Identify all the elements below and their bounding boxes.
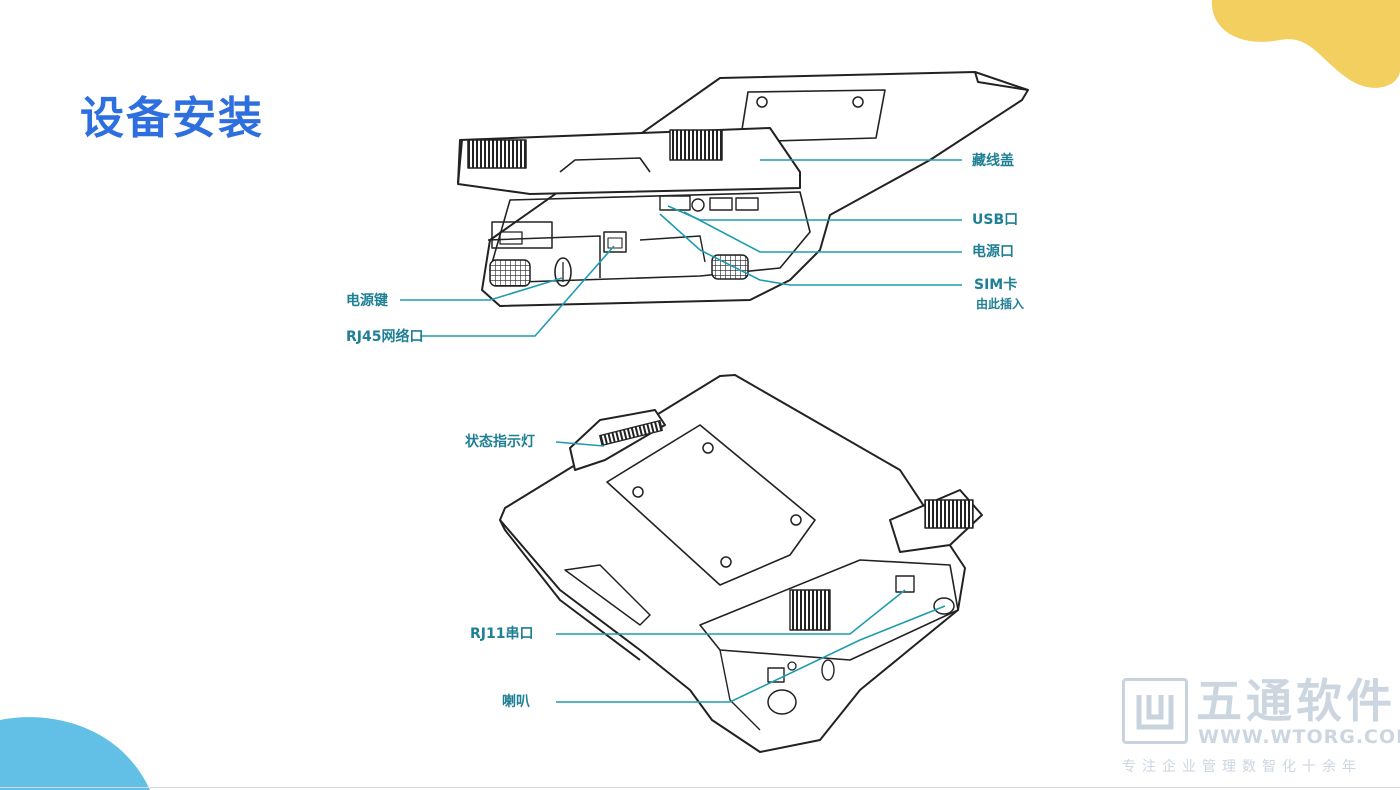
label-rj11-port: RJ11串口 [470, 626, 534, 642]
label-sim-card: SIM卡 [974, 277, 1018, 293]
label-usb-port: USB口 [972, 212, 1019, 228]
bottom-divider [0, 787, 1400, 788]
watermark-slogan: 专注企业管理数智化十余年 [1122, 759, 1362, 775]
label-status-light: 状态指示灯 [465, 434, 535, 450]
watermark-logo-icon [1122, 678, 1188, 744]
label-speaker: 喇叭 [502, 694, 530, 710]
label-cable-cover: 藏线盖 [972, 153, 1014, 169]
watermark-brand: 五通软件 [1196, 674, 1396, 728]
corner-blob-blue [0, 717, 150, 790]
device-bottom-view [499, 374, 983, 753]
label-sim-insert: 由此插入 [976, 297, 1025, 311]
label-power-key: 电源键 [346, 293, 388, 309]
label-power-port: 电源口 [972, 244, 1014, 260]
page-title: 设备安装 [80, 93, 264, 144]
label-rj45-port: RJ45网络口 [346, 329, 424, 345]
callout-lines [400, 159, 962, 703]
device-top-view [457, 71, 1029, 307]
watermark-url: WWW.WTORG.COM [1198, 726, 1400, 748]
corner-blob-yellow [1211, 0, 1400, 88]
